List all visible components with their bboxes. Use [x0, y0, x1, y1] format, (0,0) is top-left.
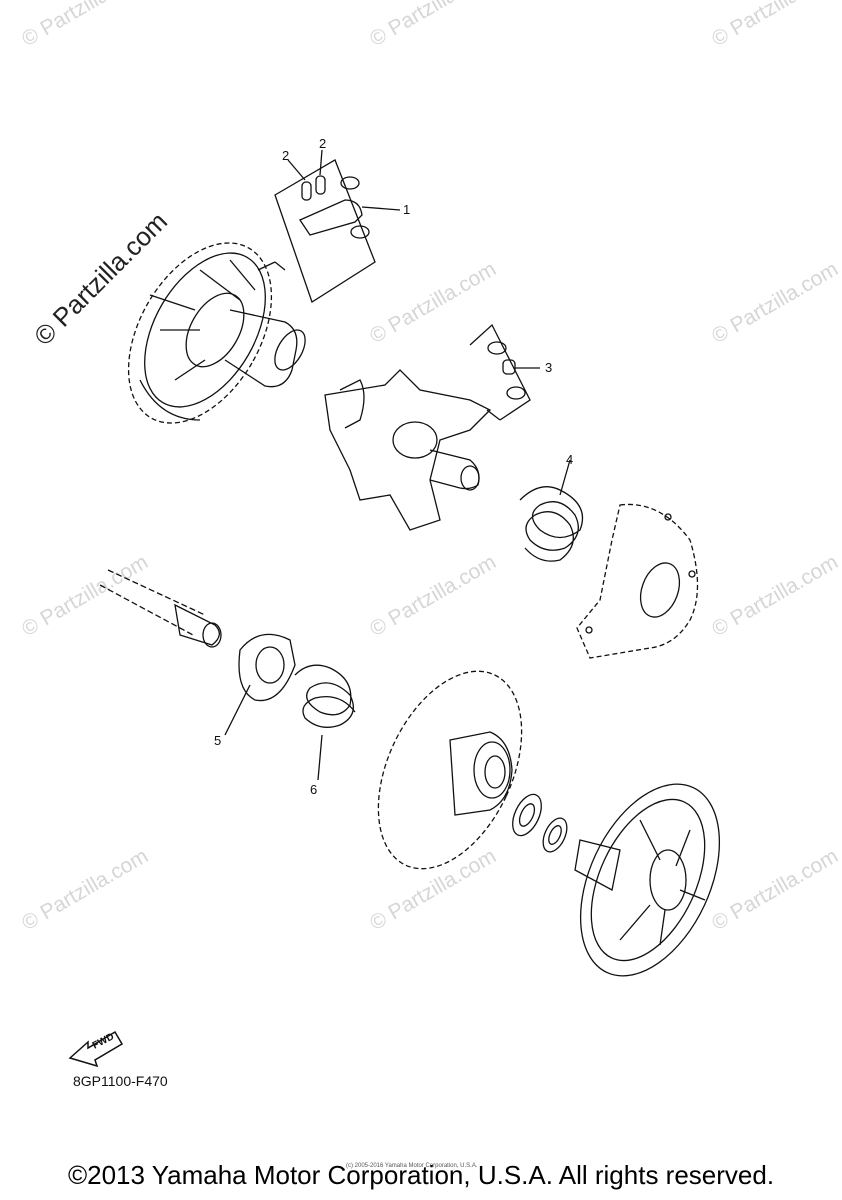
callout-6: 6	[310, 782, 318, 797]
secondary-sheave	[574, 783, 721, 977]
part-code: 8GP1100-F470	[73, 1073, 168, 1089]
callout-3: 3	[545, 360, 553, 375]
movable-sheave	[377, 670, 523, 870]
cam-5	[224, 633, 296, 736]
weight-arm-group	[257, 149, 401, 303]
shaft	[99, 569, 222, 648]
copyright-footer: ©2013 Yamaha Motor Corporation, U.S.A. A…	[67, 1160, 775, 1190]
callout-2: 2	[319, 136, 327, 151]
primary-sheave	[127, 242, 306, 424]
small-copyright: (c) 2005-2016 Yamaha Motor Corporation, …	[346, 1163, 478, 1169]
callout-1: 1	[403, 202, 411, 217]
callout-2: 2	[282, 148, 290, 163]
spring-6	[294, 664, 356, 781]
bushing-group	[469, 323, 540, 421]
callout-4: 4	[566, 452, 574, 467]
cover-plate	[576, 503, 699, 659]
fwd-arrow-icon	[68, 1030, 124, 1068]
washers	[512, 793, 568, 853]
spider	[324, 369, 492, 531]
callout-5: 5	[214, 733, 222, 748]
spring-4	[519, 459, 584, 562]
